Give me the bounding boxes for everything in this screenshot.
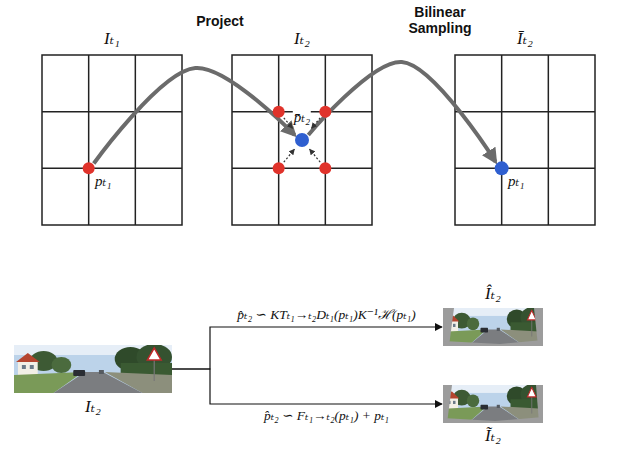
road-photo <box>14 344 172 393</box>
camera-image: Iₜ₂ <box>14 345 172 393</box>
grid-border <box>232 55 372 225</box>
grid-line <box>278 55 280 225</box>
grid-line <box>232 168 372 170</box>
grid-line <box>325 55 327 225</box>
pixel-grids <box>42 55 595 225</box>
warp-gap <box>443 385 452 423</box>
grid-line <box>501 55 503 225</box>
grid-line <box>42 111 182 113</box>
grid-line <box>88 55 90 225</box>
grid-border <box>455 55 595 225</box>
grid-title: Iₜ₂ <box>294 30 310 49</box>
warped-photo <box>443 307 543 346</box>
arrow-connector <box>172 369 442 404</box>
image-caption: Îₜ₂ <box>485 285 501 304</box>
point-label: pₜ₁ <box>94 173 112 190</box>
grid-line <box>548 55 550 225</box>
dotted-arrow <box>284 149 295 162</box>
grid-line <box>135 55 137 225</box>
grid-title: Īₜ₂ <box>517 30 533 49</box>
red-pixel <box>273 106 285 118</box>
formula-label: p̂ₜ₂ ∽ Fₜ₁→ₜ₂(pₜ₁) + pₜ₁ <box>262 408 391 424</box>
grid-title: Iₜ₁ <box>104 30 120 49</box>
dotted-arrow <box>284 118 293 129</box>
dotted-arrow <box>310 149 321 162</box>
warped-image: Ĩₜ₂ <box>443 385 543 423</box>
warp-gap <box>443 340 543 346</box>
warp-gap <box>443 417 543 423</box>
grid-line <box>455 168 595 170</box>
arrow-connector <box>172 327 442 369</box>
warped-photo <box>443 384 543 423</box>
image-caption: Ĩₜ₂ <box>485 427 501 446</box>
arrow-connector <box>94 68 295 164</box>
warp-gap <box>443 308 454 346</box>
image-grid: Īₜ₂pₜ₁ <box>455 55 595 225</box>
dotted-arrow <box>312 118 321 129</box>
warped-image: Îₜ₂ <box>443 308 543 346</box>
arrow-connector <box>308 62 495 162</box>
step-label: Bilinear Sampling <box>398 4 482 36</box>
blue-point <box>295 133 309 147</box>
image-grid: Iₜ₂p̄ₜ₂ <box>232 55 372 225</box>
red-pixel <box>319 162 331 174</box>
point-label: p̄ₜ₂ <box>293 109 311 126</box>
red-pixel <box>83 162 95 174</box>
step-label: Project <box>185 13 255 29</box>
red-pixel <box>319 106 331 118</box>
grid-line <box>455 111 595 113</box>
image-caption: Iₜ₂ <box>85 398 101 417</box>
point-label: pₜ₁ <box>507 173 525 190</box>
red-pixel <box>273 162 285 174</box>
grid-line <box>42 168 182 170</box>
image-grid: Iₜ₁pₜ₁ <box>42 55 182 225</box>
formula-label: p̂ₜ₂ ∽ KTₜ₁→ₜ₂Dₜ₁(pₜ₁)K⁻¹ℋ(pₜ₁) <box>235 307 417 323</box>
